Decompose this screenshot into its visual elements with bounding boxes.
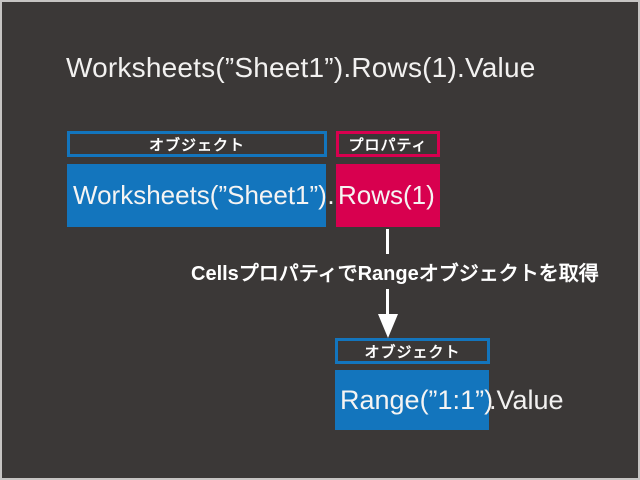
rows-property-box: Rows(1) [336, 164, 440, 227]
arrow-line-bottom [386, 289, 389, 316]
code-row-bottom: Range(”1:1”) .Value [335, 370, 564, 430]
code-row-top: Worksheets(”Sheet1”) . Rows(1) [67, 164, 440, 227]
object-label-top: オブジェクト [67, 131, 327, 157]
value-suffix-text: .Value [489, 384, 564, 415]
arrow-line-top [386, 229, 389, 254]
object-label-bottom: オブジェクト [335, 338, 490, 364]
property-label-top: プロパティ [336, 131, 440, 157]
annotation-text: CellsプロパティでRangeオブジェクトを取得 [191, 263, 599, 285]
worksheets-object-box: Worksheets(”Sheet1”) [67, 164, 327, 227]
arrow-down-icon [378, 314, 398, 338]
dot-separator: . [327, 180, 335, 210]
range-object-box: Range(”1:1”) [335, 370, 493, 430]
page-title: Worksheets(”Sheet1”).Rows(1).Value [66, 52, 536, 83]
